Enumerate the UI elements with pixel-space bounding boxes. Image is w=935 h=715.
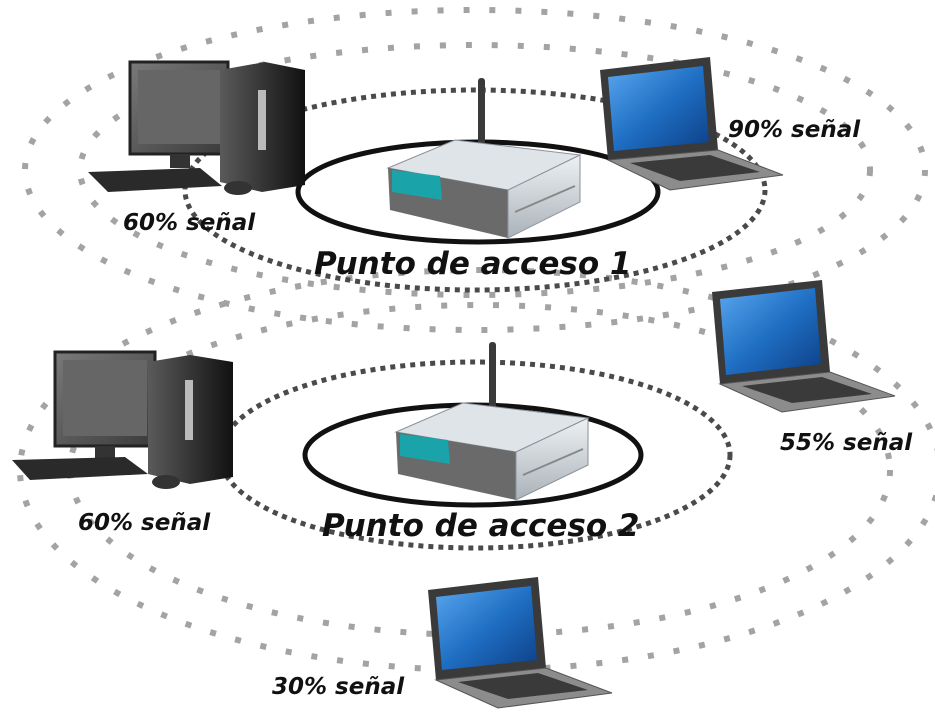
laptop-computer-1 [600, 57, 784, 191]
signal-label-laptop-2: 55% señal [780, 430, 913, 456]
laptop-computer-3 [428, 577, 613, 709]
coverage-ring-inner-2 [217, 359, 733, 551]
coverage-ring-inner-1 [182, 87, 768, 293]
desktop-computer-1 [88, 60, 305, 195]
signal-label-laptop-1: 90% señal [728, 117, 861, 143]
signal-label-laptop-3: 30% señal [272, 674, 405, 700]
access-point-2-label: Punto de acceso 2 [322, 508, 640, 544]
router-2 [394, 342, 590, 501]
router-1 [386, 78, 582, 239]
laptop-computer-2 [712, 280, 896, 413]
signal-label-desktop-1: 60% señal [123, 210, 256, 236]
signal-label-desktop-2: 60% señal [78, 510, 211, 536]
desktop-computer-2 [12, 350, 233, 489]
coverage-ring-outer-1 [22, 7, 928, 333]
access-point-1-label: Punto de acceso 1 [314, 246, 632, 282]
